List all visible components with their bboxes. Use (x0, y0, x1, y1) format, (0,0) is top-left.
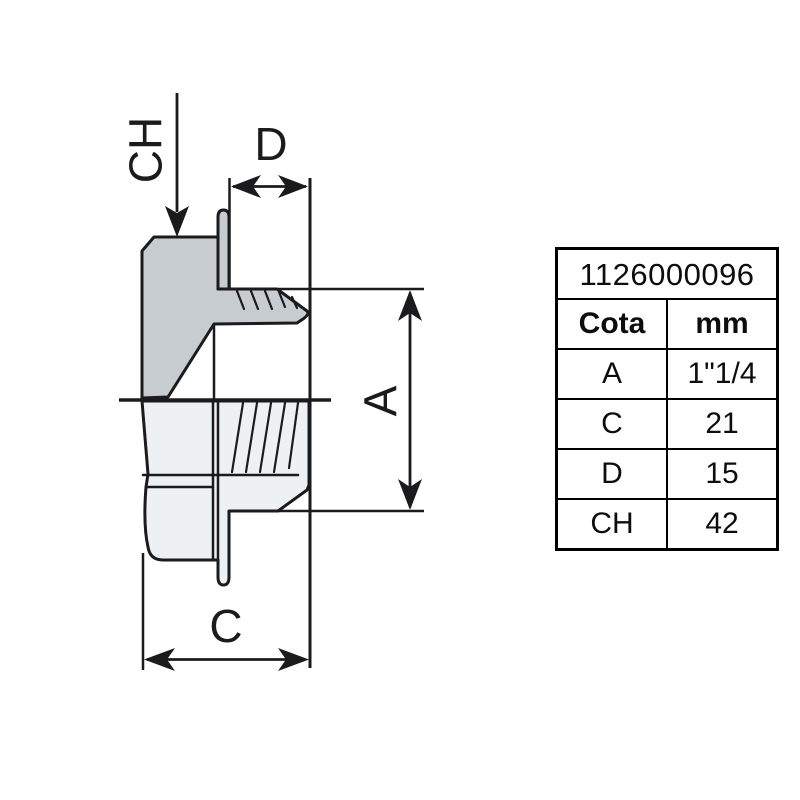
upper-thread-hatch (235, 289, 299, 311)
dim-value-d: 15 (666, 448, 779, 500)
fitting-lower-half-external-view (140, 399, 311, 587)
d-arrowhead-right (278, 175, 308, 198)
dimension-ch: CH (120, 93, 189, 237)
part-number: 1126000096 (555, 247, 779, 300)
dim-value-c: 21 (666, 398, 779, 450)
fitting-upper-half-section-view (140, 208, 310, 401)
top-tab-outline (216, 208, 231, 291)
table-row-c: C 21 (555, 398, 779, 450)
dimension-label-c: C (209, 600, 242, 652)
column-header-cota: Cota (555, 298, 668, 350)
lower-body-outline (140, 399, 311, 587)
table-row-a: A 1"1/4 (555, 348, 779, 400)
dimension-label-a: A (355, 385, 407, 416)
ch-arrowhead (165, 206, 189, 237)
dim-name-ch: CH (555, 498, 668, 551)
table-row-ch: CH 42 (555, 498, 779, 551)
dimension-label-d: D (254, 118, 287, 170)
c-arrowhead-left (144, 648, 175, 671)
table-row-d: D 15 (555, 448, 779, 500)
lower-thread-hatch (230, 401, 300, 474)
dim-name-c: C (555, 398, 668, 450)
table-row-part-number: 1126000096 (555, 247, 779, 300)
a-arrowhead-top (398, 290, 422, 321)
c-arrowhead-right (278, 648, 309, 671)
dim-name-a: A (555, 348, 668, 400)
table-header-row: Cota mm (555, 298, 779, 350)
dimension-table: 1126000096 Cota mm A 1"1/4 C 21 D 15 CH … (555, 247, 779, 551)
dimension-a: A (229, 287, 424, 513)
dimension-d: D (228, 118, 312, 668)
dim-value-ch: 42 (666, 498, 779, 551)
dimension-c: C (141, 553, 309, 671)
a-arrowhead-bottom (398, 479, 422, 510)
dimension-label-ch: CH (120, 117, 172, 183)
dim-name-d: D (555, 448, 668, 500)
column-header-mm: mm (666, 298, 779, 350)
dim-value-a: 1"1/4 (666, 348, 779, 400)
d-arrowhead-left (231, 175, 261, 198)
